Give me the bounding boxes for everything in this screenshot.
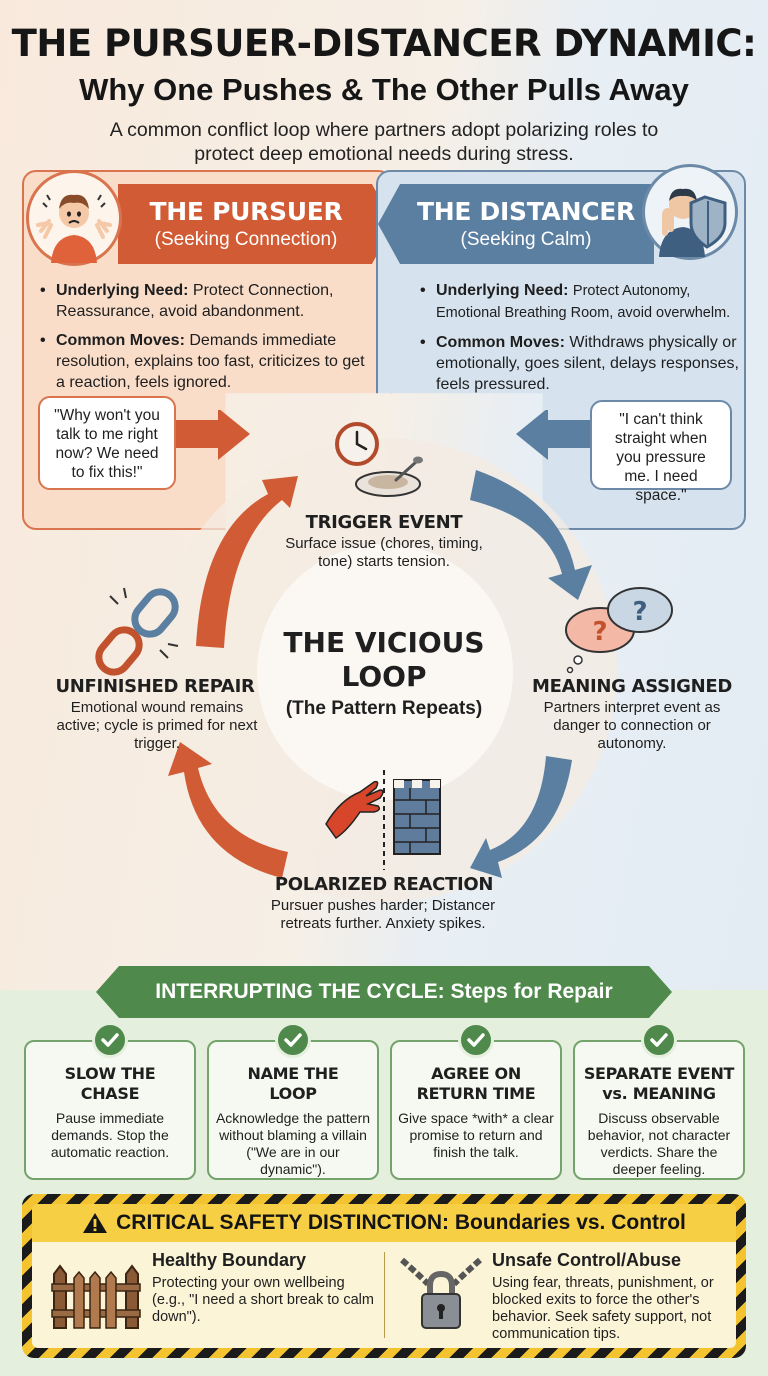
step-desc: Give space *with* a clear promise to ret…	[398, 1110, 554, 1160]
pursuer-feed-arrow	[176, 410, 250, 460]
healthy-boundary: Healthy Boundary Protecting your own wel…	[152, 1250, 374, 1326]
pursuer-need: Underlying Need: Protect Connection, Rea…	[40, 280, 370, 322]
step-card: SLOW THE CHASE Pause immediate demands. …	[24, 1040, 196, 1180]
safety-divider	[384, 1252, 385, 1338]
check-icon	[641, 1022, 677, 1058]
pursuer-avatar	[26, 170, 122, 266]
pursuer-quote-bubble: "Why won't you talk to me right now? We …	[38, 396, 176, 490]
clock-icon	[335, 422, 379, 466]
stage-unfinished-title: UNFINISHED REPAIR	[55, 676, 255, 697]
question-thought-icon: ? ?	[565, 587, 673, 674]
step-title: vs. MEANING	[602, 1084, 716, 1103]
distancer-name: THE DISTANCER	[417, 197, 635, 226]
loop-center	[257, 544, 513, 800]
dirty-plate-icon	[355, 456, 423, 497]
fence-icon	[51, 1264, 141, 1329]
step-title: CHASE	[80, 1084, 140, 1103]
loop-title-line2: LOOP	[341, 660, 427, 693]
step-card: NAME THE LOOP Acknowledge the pattern wi…	[207, 1040, 379, 1180]
distancer-need: Underlying Need: Protect Autonomy, Emoti…	[420, 280, 740, 324]
pursuer-banner: THE PURSUER (Seeking Connection)	[118, 184, 394, 264]
check-icon	[275, 1022, 311, 1058]
step-title: SEPARATE EVENT	[583, 1064, 735, 1083]
broken-chain-icon	[95, 587, 179, 676]
svg-text:?: ?	[632, 597, 647, 627]
safety-heading-text: CRITICAL SAFETY DISTINCTION: Boundaries …	[116, 1211, 686, 1234]
shield-person-icon	[659, 188, 727, 257]
arrow-polarized-to-unfinished	[168, 742, 288, 878]
loop-title-line1: THE VICIOUS	[283, 626, 485, 659]
arrow-trigger-to-meaning	[470, 470, 592, 600]
reaching-hand-icon	[325, 780, 384, 840]
step-card: AGREE ON RETURN TIME Give space *with* a…	[390, 1040, 562, 1180]
step-desc: Acknowledge the pattern without blaming …	[215, 1110, 371, 1177]
safety-heading: CRITICAL SAFETY DISTINCTION: Boundaries …	[32, 1204, 736, 1242]
arrow-meaning-to-polarized	[470, 756, 572, 878]
step-card: SEPARATE EVENT vs. MEANING Discuss obser…	[573, 1040, 745, 1180]
page-subtitle: Why One Pushes & The Other Pulls Away	[79, 72, 689, 107]
stage-trigger-title: TRIGGER EVENT	[305, 512, 463, 533]
pursuer-sub: (Seeking Connection)	[154, 229, 338, 250]
distancer-avatar	[642, 164, 738, 260]
stage-trigger-desc: Surface issue (chores, timing, tone) sta…	[285, 535, 483, 570]
repair-banner: INTERRUPTING THE CYCLE: Steps for Repair	[96, 966, 672, 1018]
healthy-desc: Protecting your own wellbeing (e.g., "I …	[152, 1275, 374, 1325]
svg-text:?: ?	[592, 617, 607, 647]
distancer-quote-bubble: "I can't think straight when you pressur…	[590, 400, 732, 504]
step-title: NAME THE	[247, 1064, 339, 1083]
check-icon	[458, 1022, 494, 1058]
step-title: LOOP	[269, 1084, 317, 1103]
brick-wall-icon	[393, 779, 441, 855]
stage-polarized-desc: Pursuer pushes harder; Distancer retreat…	[270, 897, 496, 932]
step-title: AGREE ON	[431, 1064, 521, 1083]
stage-polarized-title: POLARIZED REACTION	[274, 874, 494, 895]
loop-subtitle: (The Pattern Repeats)	[285, 698, 483, 719]
pursuer-moves: Common Moves: Demands immediate resoluti…	[40, 330, 370, 393]
unsafe-desc: Using fear, threats, punishment, or bloc…	[492, 1275, 714, 1342]
warning-icon	[83, 1213, 108, 1233]
arrow-unfinished-to-trigger	[196, 476, 298, 648]
healthy-title: Healthy Boundary	[152, 1250, 307, 1270]
pursuer-bullets: Underlying Need: Protect Connection, Rea…	[40, 280, 370, 401]
step-desc: Discuss observable behavior, not charact…	[587, 1110, 731, 1177]
distancer-moves: Common Moves: Withdraws physically or em…	[420, 332, 740, 395]
step-title: RETURN TIME	[416, 1084, 536, 1103]
distancer-sub: (Seeking Calm)	[460, 229, 592, 250]
stage-unfinished-desc: Emotional wound remains active; cycle is…	[56, 699, 258, 752]
vicious-loop-diagram: ? ?	[95, 410, 673, 902]
intro-text: A common conflict loop where partners ad…	[109, 119, 659, 165]
check-icon	[92, 1022, 128, 1058]
unsafe-title: Unsafe Control/Abuse	[492, 1250, 682, 1270]
page-title: THE PURSUER-DISTANCER DYNAMIC:	[11, 22, 757, 65]
step-desc: Pause immediate demands. Stop the automa…	[50, 1110, 170, 1160]
stage-meaning-title: MEANING ASSIGNED	[531, 676, 733, 697]
step-title: SLOW THE	[64, 1064, 156, 1083]
loop-title: THE VICIOUS LOOP	[274, 626, 494, 694]
distancer-feed-arrow	[516, 410, 590, 460]
padlock-chain-icon	[400, 1257, 482, 1329]
distancer-bullets: Underlying Need: Protect Autonomy, Emoti…	[420, 280, 740, 403]
pursuer-name: THE PURSUER	[149, 197, 343, 226]
distancer-banner: THE DISTANCER (Seeking Calm)	[378, 184, 654, 264]
unsafe-control: Unsafe Control/Abuse Using fear, threats…	[492, 1250, 728, 1343]
anxious-person-icon	[36, 194, 112, 263]
stage-meaning-desc: Partners interpret event as danger to co…	[543, 699, 721, 752]
